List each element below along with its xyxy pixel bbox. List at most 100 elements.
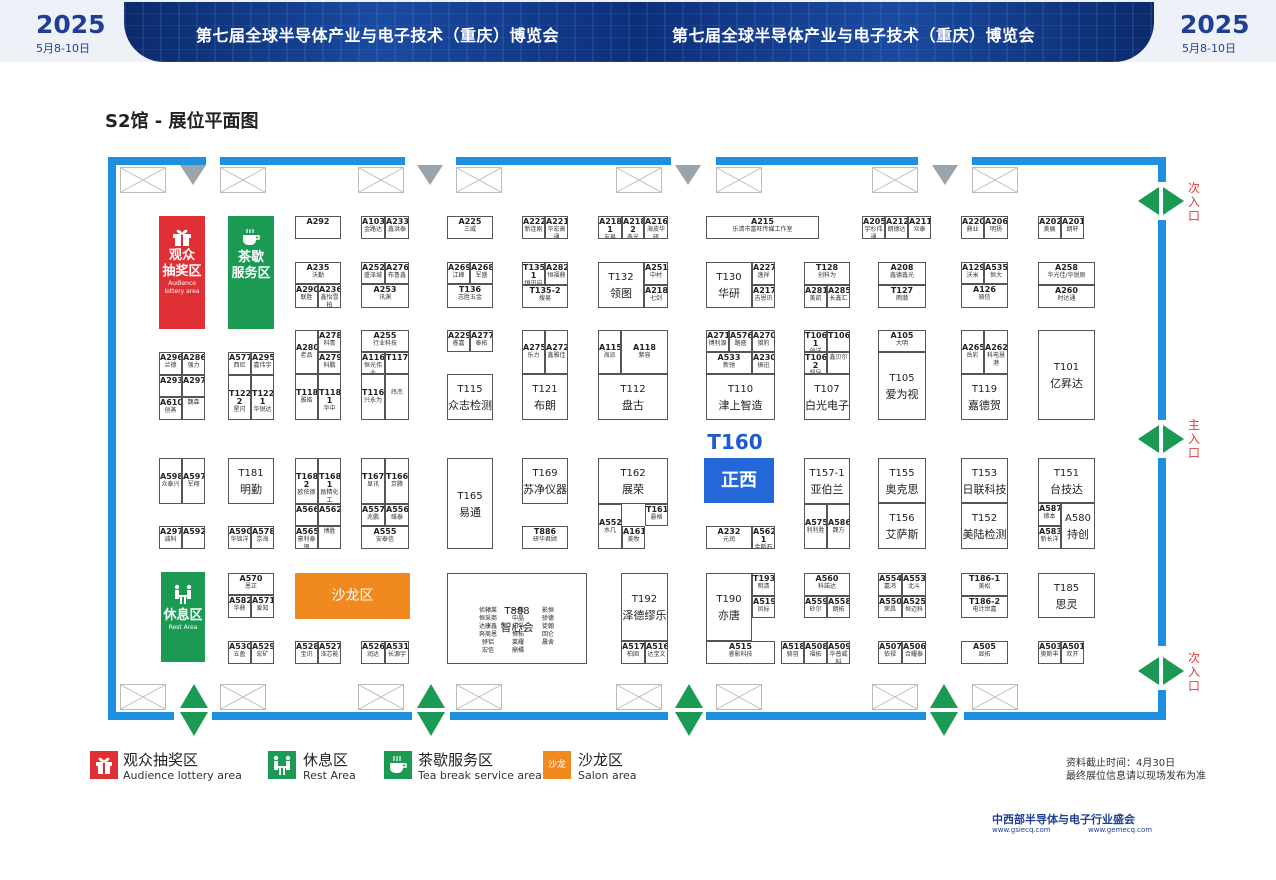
booth-t106[interactable]: T106 <box>827 330 850 352</box>
booth-unlabeled-69[interactable]: 鑫贝尔 <box>827 352 850 374</box>
booth-a218-1[interactable]: A218-1友易 <box>598 216 622 239</box>
footer-site-1[interactable]: www.gsiecq.com <box>992 826 1051 834</box>
featured-booth-name[interactable]: 正西 <box>704 458 774 503</box>
booth-a566[interactable]: A566 <box>295 504 318 526</box>
booth-a218-2[interactable]: A218-2鑫光 <box>622 216 644 239</box>
booth-a297[interactable]: A297 <box>182 375 205 397</box>
booth-unlabeled-78[interactable]: 魏森 <box>182 397 205 420</box>
booth-unlabeled-54[interactable]: 纬杰 <box>385 374 409 420</box>
booth-a292[interactable]: A292 <box>295 216 341 239</box>
booth-a592[interactable]: A592 <box>182 526 205 549</box>
booth-t117[interactable]: T117 <box>385 352 409 374</box>
booth-a562[interactable]: A562 <box>318 504 341 526</box>
booth-a293[interactable]: A293 <box>159 375 182 397</box>
